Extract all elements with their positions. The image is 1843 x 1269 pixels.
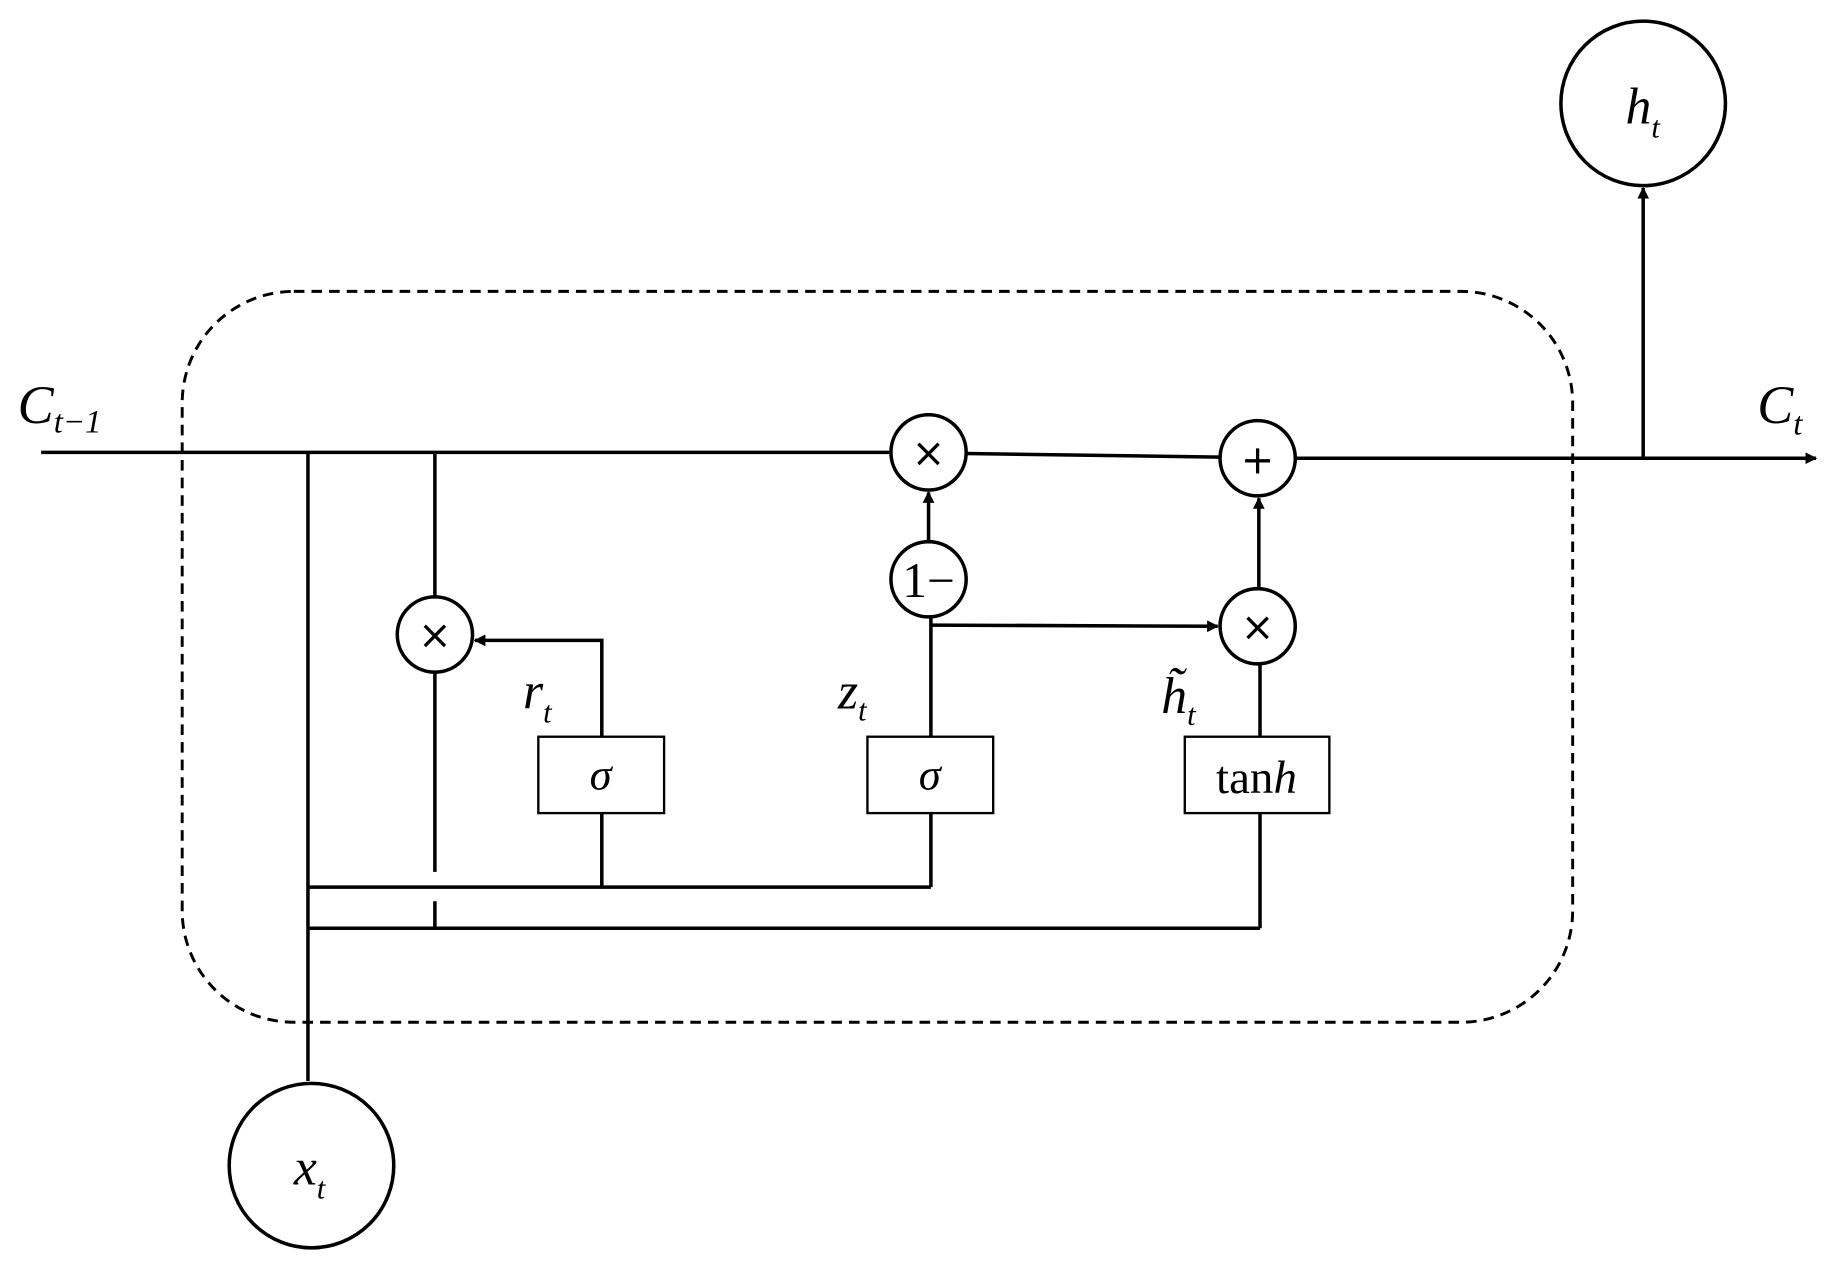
svg-text:×: × [1241,604,1274,650]
label-z-t: zt [837,664,868,728]
multiply-op-state: × [889,413,968,492]
svg-text:+: + [1241,438,1274,484]
input-node-x: xt [227,1081,396,1250]
multiply-op-reset: × [395,595,475,674]
svg-text:xt: xt [293,1139,327,1205]
label-c-prev: Ct−1 [18,375,102,440]
add-op: + [1218,418,1298,498]
update-gate-box [866,735,995,815]
reset-gate-sigma: σ [590,750,614,800]
candidate-tanh: tanh [1216,752,1297,804]
cell-boundary [180,289,1575,1024]
svg-text:1−: 1− [902,553,955,608]
output-node-h: ht [1559,19,1728,188]
state-line-mid [966,451,1221,459]
reset-gate-box [537,735,666,815]
label-h-tilde: h̃t [1161,668,1197,732]
one-minus-op: 1− [889,539,968,619]
candidate-box [1183,735,1331,815]
svg-text:×: × [912,430,945,476]
label-c-t: Ct [1757,375,1803,443]
svg-text:ht: ht [1626,78,1662,144]
svg-text:×: × [418,613,451,659]
label-r-t: rt [523,664,553,730]
multiply-op-candidate: × [1218,586,1298,666]
update-to-candidate-mult [930,620,1219,633]
update-gate-sigma: σ [919,750,943,800]
reset-gate-out [473,634,604,737]
